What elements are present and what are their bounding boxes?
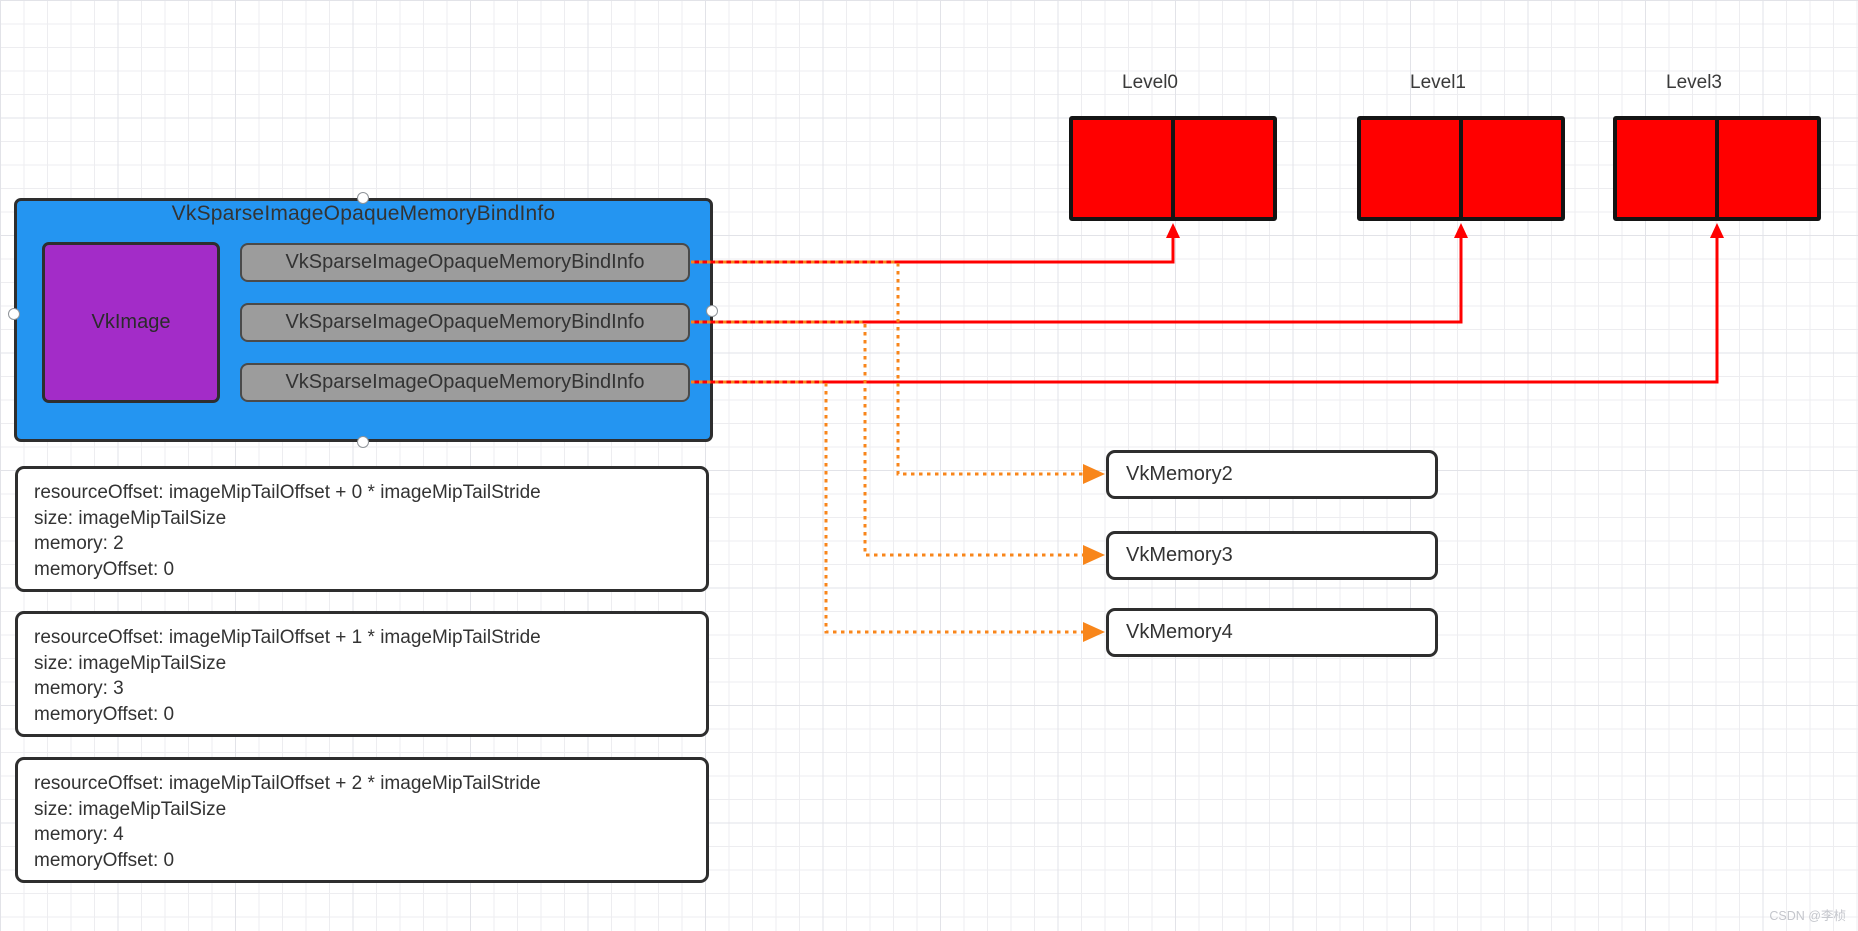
orange-arrowhead-memory4 xyxy=(1083,622,1105,642)
bind-info-item-0: VkSparseImageOpaqueMemoryBindInfo xyxy=(240,243,690,282)
orange-arrowhead-memory2 xyxy=(1083,464,1105,484)
mip-cell xyxy=(1361,120,1459,217)
note-line: memoryOffset: 0 xyxy=(34,703,175,725)
note-line: memoryOffset: 0 xyxy=(34,558,175,580)
note-line: size: imageMipTailSize xyxy=(34,798,227,820)
red-connector-level0 xyxy=(691,238,1175,264)
note-line: size: imageMipTailSize xyxy=(34,652,227,674)
red-connector-level3 xyxy=(691,238,1719,384)
note-line: resourceOffset: imageMipTailOffset + 2 *… xyxy=(34,773,541,794)
level-label-1: Level1 xyxy=(1410,72,1466,93)
note-line: memory: 3 xyxy=(34,678,124,699)
bind-info-item-2: VkSparseImageOpaqueMemoryBindInfo xyxy=(240,363,690,402)
connection-handle-bottom[interactable] xyxy=(357,436,369,448)
bind-info-item-label: VkSparseImageOpaqueMemoryBindInfo xyxy=(285,251,645,273)
mip-cell xyxy=(1617,120,1715,217)
level-label-0: Level0 xyxy=(1122,72,1178,93)
level-box-0 xyxy=(1069,116,1277,221)
note-line: memory: 2 xyxy=(34,533,124,554)
container-title: VkSparseImageOpaqueMemoryBindInfo xyxy=(171,202,556,225)
red-arrowhead-level0 xyxy=(1166,223,1180,238)
level-box-1 xyxy=(1357,116,1565,221)
orange-connector-memory3 xyxy=(691,320,1084,557)
red-arrowhead-level3 xyxy=(1710,223,1724,238)
bind-info-item-1: VkSparseImageOpaqueMemoryBindInfo xyxy=(240,303,690,342)
memory-label: VkMemory3 xyxy=(1126,544,1233,566)
mip-cell xyxy=(1459,120,1561,217)
note-line: resourceOffset: imageMipTailOffset + 0 *… xyxy=(34,482,541,503)
vkimage-box: VkImage xyxy=(42,242,220,403)
memory-box-0: VkMemory2 xyxy=(1106,450,1438,499)
note-line: resourceOffset: imageMipTailOffset + 1 *… xyxy=(34,627,541,648)
note-line: memoryOffset: 0 xyxy=(34,849,175,871)
connection-handle-right[interactable] xyxy=(706,305,718,317)
note-box-2: resourceOffset: imageMipTailOffset + 2 *… xyxy=(15,757,709,883)
mip-cell xyxy=(1715,120,1817,217)
bind-info-item-label: VkSparseImageOpaqueMemoryBindInfo xyxy=(285,311,645,333)
memory-label: VkMemory2 xyxy=(1126,463,1233,485)
watermark: CSDN @李桢 xyxy=(1769,909,1846,923)
note-box-1: resourceOffset: imageMipTailOffset + 1 *… xyxy=(15,611,709,737)
connection-handle-top[interactable] xyxy=(357,192,369,204)
mip-cell xyxy=(1073,120,1171,217)
vkimage-label: VkImage xyxy=(91,311,171,333)
level-label-2: Level3 xyxy=(1666,72,1722,93)
red-connector-level1 xyxy=(691,238,1463,324)
connection-handle-left[interactable] xyxy=(8,308,20,320)
orange-connector-memory4 xyxy=(691,380,1084,634)
level-box-2 xyxy=(1613,116,1821,221)
bind-info-item-label: VkSparseImageOpaqueMemoryBindInfo xyxy=(285,371,645,393)
memory-box-1: VkMemory3 xyxy=(1106,531,1438,580)
note-box-0: resourceOffset: imageMipTailOffset + 0 *… xyxy=(15,466,709,592)
orange-arrowhead-memory3 xyxy=(1083,545,1105,565)
mip-cell xyxy=(1171,120,1273,217)
memory-label: VkMemory4 xyxy=(1126,621,1233,643)
orange-connector-memory2 xyxy=(691,260,1084,476)
red-arrowhead-level1 xyxy=(1454,223,1468,238)
note-line: memory: 4 xyxy=(34,824,124,845)
note-line: size: imageMipTailSize xyxy=(34,507,227,529)
memory-box-2: VkMemory4 xyxy=(1106,608,1438,657)
